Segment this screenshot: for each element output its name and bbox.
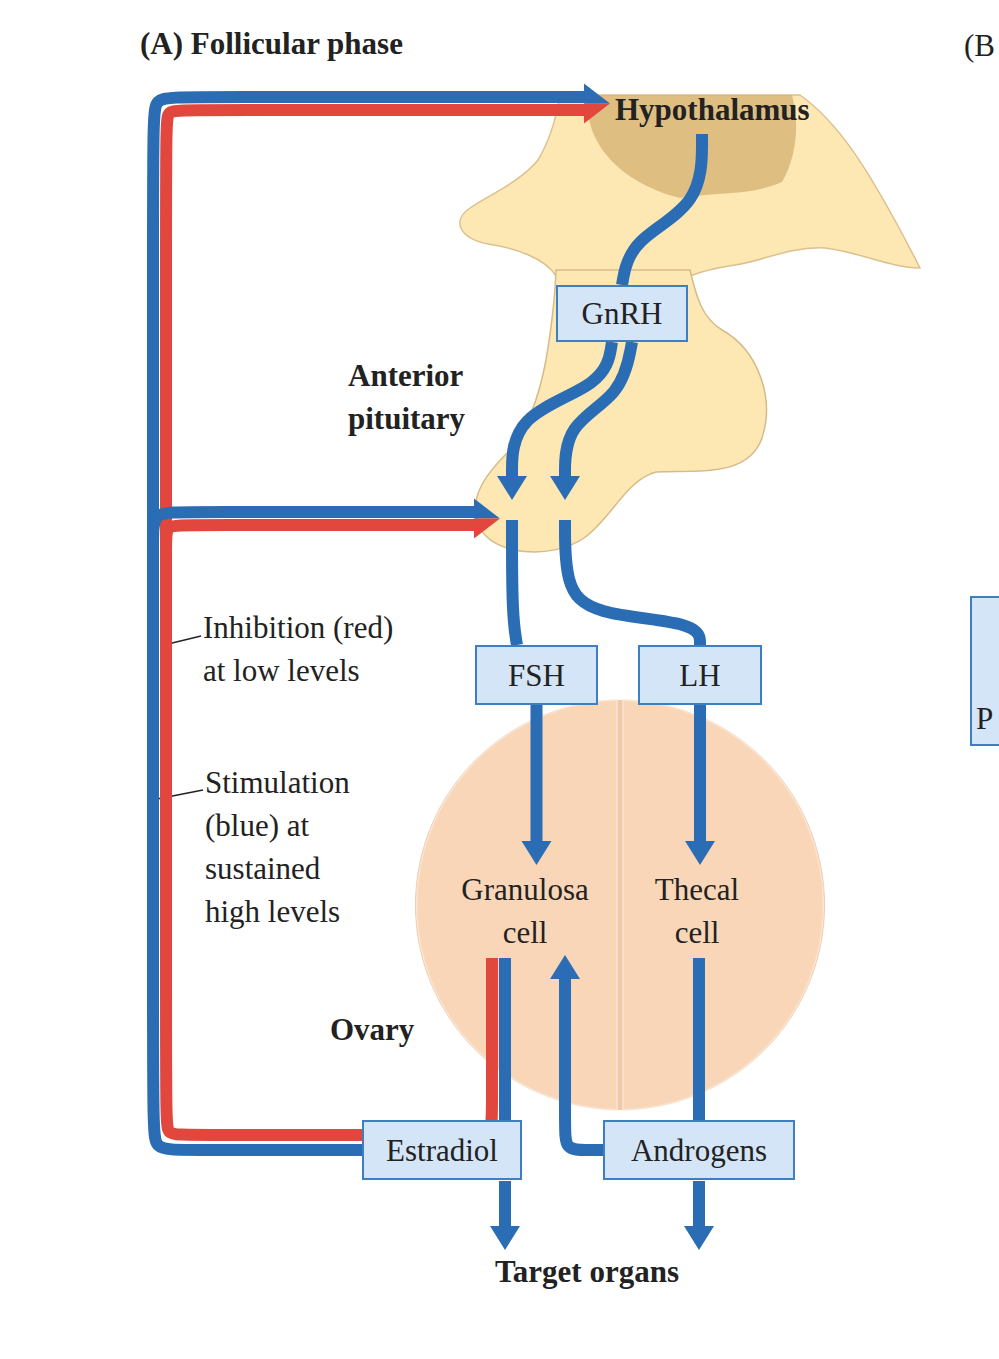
cell-outline <box>623 700 823 1110</box>
leader-line <box>168 636 201 644</box>
hormone-box: GnRH <box>556 285 688 342</box>
node-text: Thecal cell <box>642 868 752 954</box>
hormone-box: FSH <box>475 645 598 705</box>
diagram-title: (A) Follicular phase <box>140 22 403 65</box>
hormone-box: Androgens <box>603 1120 795 1180</box>
cell-half: Granulosa cell <box>415 700 618 1110</box>
arrow-head <box>684 1226 714 1250</box>
node-text: Androgens <box>631 1129 767 1172</box>
node-text: LH <box>679 654 720 697</box>
annotation-label: Target organs <box>495 1250 679 1293</box>
output-line <box>693 1181 705 1230</box>
arrow-head <box>490 1226 520 1250</box>
node-text: Estradiol <box>386 1129 498 1172</box>
output-line <box>499 1181 511 1230</box>
annotation-label: Inhibition (red) at low levels <box>203 606 408 692</box>
annotation-label: Stimulation (blue) at sustained high lev… <box>205 761 370 933</box>
annotation-label: (B <box>964 24 995 67</box>
connector <box>153 512 476 620</box>
ovary-circle: OvaryGranulosa cellThecal cell <box>415 700 825 1110</box>
hypothalamus-region: Hypothalamus <box>450 88 920 288</box>
annotation-label: P <box>976 697 993 740</box>
hormone-box: Estradiol <box>362 1120 522 1180</box>
connector <box>565 520 700 645</box>
leader-line <box>152 790 203 800</box>
hormone-box: LH <box>638 645 762 705</box>
cell-outline <box>417 700 617 1110</box>
cell-half: Thecal cell <box>622 700 825 1110</box>
cropped-box <box>971 597 999 745</box>
ovary-outline <box>415 700 825 1110</box>
node-text: Anterior pituitary <box>348 354 513 440</box>
node-text: Hypothalamus <box>615 88 895 131</box>
node-text: FSH <box>508 654 565 697</box>
node-text: GnRH <box>582 292 663 335</box>
node-text: Granulosa cell <box>445 868 605 954</box>
node-text: Ovary <box>330 1008 440 1051</box>
pituitary-outline <box>475 270 766 552</box>
